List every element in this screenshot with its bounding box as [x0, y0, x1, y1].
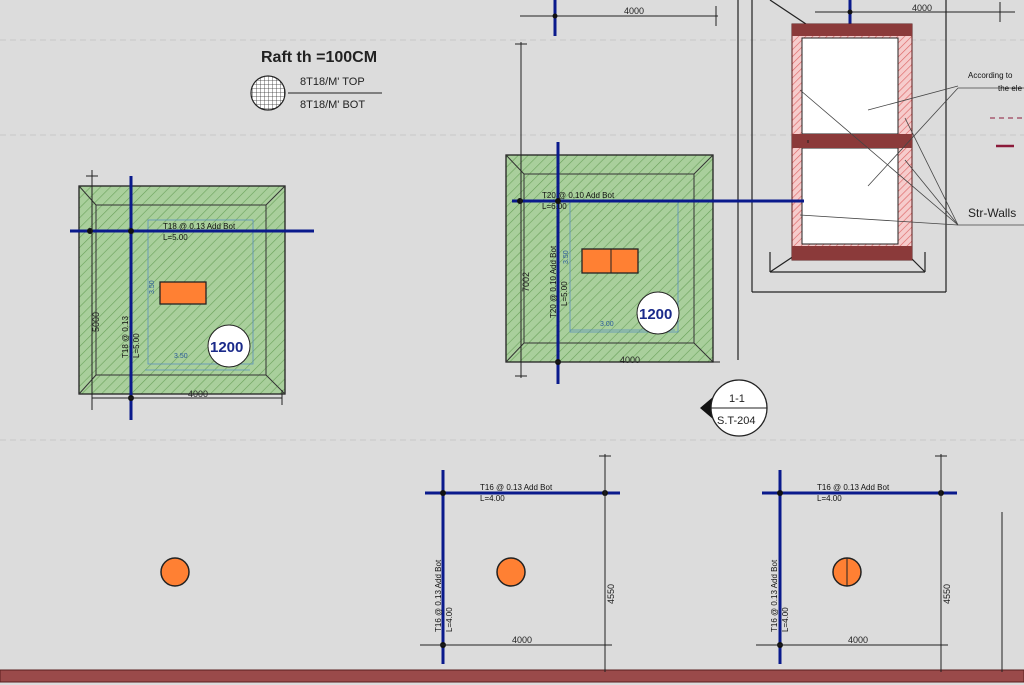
fl-inner-h: 3.50 [174, 353, 188, 360]
note-according-2: the ele [998, 84, 1023, 93]
legend-bot: 8T18/M' BOT [300, 99, 365, 111]
top-dim-right: 4000 [912, 3, 932, 13]
fc-rebar-h: T20 @ 0.10 Add Bot [542, 191, 615, 200]
core-walls [791, 23, 913, 261]
fl-rebar-h-len: L=5.00 [163, 233, 188, 242]
section-sheet: S.T-204 [717, 415, 756, 427]
legend: Raft th =100CM 8T18/M' TOP 8T18/M' BOT [250, 49, 382, 111]
pm-dim-width: 4000 [512, 635, 532, 645]
fl-dim-width: 4000 [188, 389, 208, 399]
fc-inner-v: 3.50 [563, 250, 570, 264]
fl-thickness: 1200 [210, 339, 243, 356]
pile-left [160, 557, 190, 587]
pm-rebar-h-len: L=4.00 [480, 494, 505, 503]
core-outer-frame [737, 0, 947, 360]
pm-rebar-v: T16 @ 0.13 Add Bot [434, 559, 443, 632]
fc-rebar-v-len: L=5.00 [560, 281, 569, 306]
fc-thickness: 1200 [639, 306, 672, 323]
fl-thickness-badge [207, 324, 251, 368]
fc-dim-width: 4000 [620, 355, 640, 365]
top-dimension-left [520, 6, 718, 26]
footing-left [70, 170, 314, 420]
pile-cap-mid [420, 454, 620, 672]
mesh-icon [250, 75, 286, 111]
fl-rebar-v-len: L=5.00 [132, 333, 141, 358]
footing-center [505, 42, 804, 384]
pr-dim-width: 4000 [848, 635, 868, 645]
fl-rebar-v: T18 @ 0.13 [121, 316, 130, 358]
pr-dim-height: 4550 [942, 584, 952, 604]
piles [160, 557, 862, 587]
fl-dim-height: 5000 [91, 312, 101, 332]
pm-rebar-v-len: L=4.00 [445, 607, 454, 632]
note-str-walls: Str-Walls [968, 206, 1016, 220]
legend-title: Raft th =100CM [261, 49, 377, 66]
fc-dim-height: 7002 [521, 272, 531, 292]
pile-cap-right [756, 454, 1003, 672]
bottom-wall-band [0, 669, 1024, 683]
fc-rebar-h-len: L=6.00 [542, 202, 567, 211]
pr-rebar-h-len: L=4.00 [817, 494, 842, 503]
fc-thickness-badge [636, 291, 680, 335]
section-number: 1-1 [729, 393, 745, 405]
fc-inner-h: 3.00 [600, 321, 614, 328]
pr-rebar-v-len: L=4.00 [781, 607, 790, 632]
fl-rebar-h: T18 @ 0.13 Add Bot [163, 222, 236, 231]
pile-mid [496, 557, 526, 587]
pm-rebar-h: T16 @ 0.13 Add Bot [480, 483, 553, 492]
section-marker [700, 379, 768, 437]
pr-rebar-h: T16 @ 0.13 Add Bot [817, 483, 890, 492]
core-leaders [799, 85, 1024, 226]
note-according-1: According to [968, 71, 1013, 80]
fl-inner-v: 3.50 [149, 280, 156, 294]
pr-rebar-v: T16 @ 0.13 Add Bot [770, 559, 779, 632]
top-dim-left: 4000 [624, 6, 644, 16]
legend-top: 8T18/M' TOP [300, 76, 365, 88]
pm-dim-height: 4550 [606, 584, 616, 604]
fc-rebar-v: T20 @ 0.10 Add Bot [549, 245, 558, 318]
